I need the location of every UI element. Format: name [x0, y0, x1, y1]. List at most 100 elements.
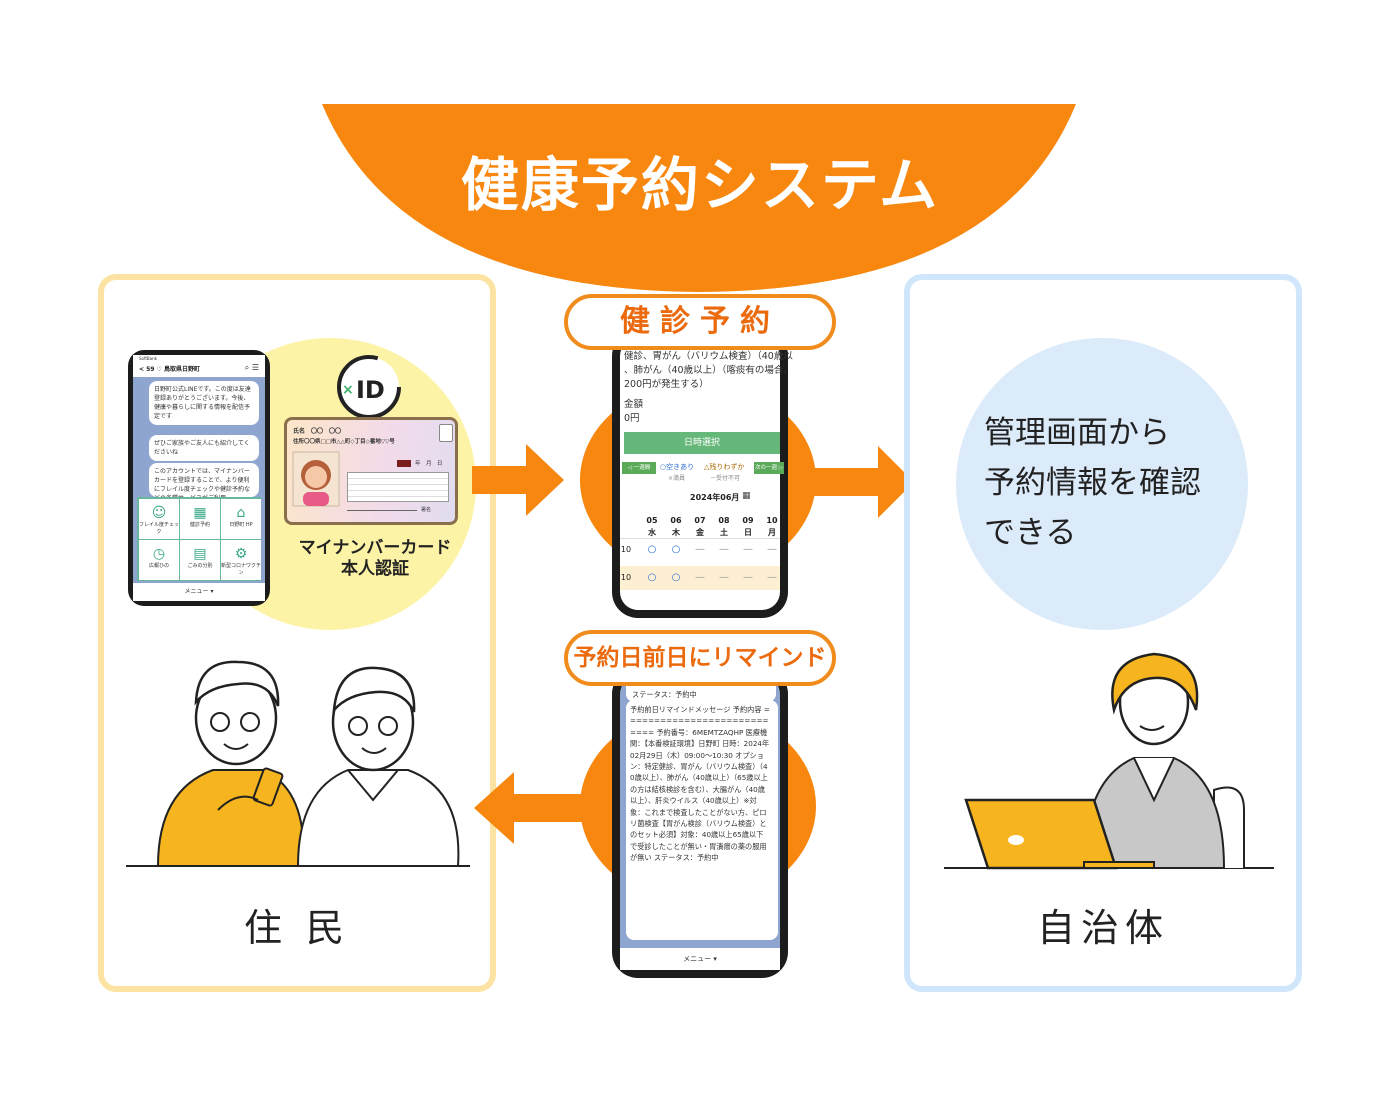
remind-bubble	[626, 700, 778, 940]
calendar-slot: —	[767, 572, 777, 583]
rich-menu-item[interactable]: ⚙新型コロナワクチン	[221, 540, 261, 580]
legend-available: ○空きあり	[660, 463, 695, 471]
arrow-left-icon	[474, 772, 586, 844]
calendar-time: 10	[620, 545, 632, 554]
card-date-row: 年 月 日	[415, 461, 443, 467]
arrow-right-icon	[812, 446, 914, 518]
booking-text-line: 健診、胃がん（バリウム検査）（40歳以	[624, 351, 793, 362]
card-address-row: 住所〇〇県□□市△△町◇丁目◇番地▽▽号	[293, 439, 395, 445]
resident-phone: SoftBank < 59 ♡ 鳥取県日野町 ⌕ ☰ 日野町公式LINEです。こ…	[128, 350, 270, 606]
calendar-date: 08	[718, 516, 730, 525]
resident-label: 住 民	[243, 906, 351, 950]
municipality-text-line: できる	[984, 515, 1077, 551]
next-week-button[interactable]: 次の一週 ▷	[754, 462, 784, 474]
calendar-icon[interactable]: ▦	[742, 491, 751, 501]
mynumber-caption-line1: マイナンバーカード	[298, 538, 452, 558]
page-title: 健康予約システム	[460, 151, 940, 219]
legend-few: △残りわずか	[704, 463, 745, 471]
price-label: 金額	[624, 399, 644, 410]
prev-week-button[interactable]: ◁ 一週間	[622, 462, 656, 474]
datetime-select-button[interactable]: 日時選択	[624, 432, 780, 454]
calendar-weekday: 月	[768, 528, 776, 537]
card-dob-box	[397, 460, 411, 467]
rich-menu-item[interactable]: ◷広報ひの	[139, 540, 179, 580]
card-name-row: 氏名 〇〇 〇〇	[293, 428, 342, 435]
calendar-weekday: 水	[648, 528, 656, 537]
elderly-couple-illustration	[126, 660, 470, 867]
calendar-date: 10	[766, 516, 778, 525]
municipality-label: 自治体	[1036, 906, 1169, 950]
rich-menu-item[interactable]: ▤ごみの分別	[180, 540, 220, 580]
calendar-slot: —	[695, 572, 705, 583]
calendar-slot: —	[767, 544, 777, 555]
calendar-slot[interactable]: ○	[671, 544, 681, 555]
calendar-date: 05	[646, 516, 658, 525]
calendar-slot[interactable]: ○	[647, 544, 657, 555]
home-icon: ⌂	[236, 505, 246, 521]
municipality-text-line: 管理画面から	[984, 415, 1170, 451]
rich-menu-item-label: ごみの分別	[187, 563, 213, 569]
calendar-time: 10	[620, 573, 632, 582]
rich-menu-item[interactable]: ▦健診予約	[180, 499, 220, 539]
title-dome	[322, 104, 1076, 292]
calendar-slot: —	[719, 572, 729, 583]
rich-menu-item-label: 新型コロナワクチン	[221, 563, 262, 576]
calendar-row	[620, 538, 780, 562]
card-emblem-icon	[439, 424, 453, 442]
booking-text-line: 200円が発生する）	[624, 379, 709, 390]
card-sign-label: 署名	[421, 507, 432, 513]
municipality-text-line: 予約情報を確認	[984, 465, 1201, 501]
price-value: 0円	[624, 413, 640, 424]
rich-menu-item[interactable]: ⌂日野町 HP	[221, 499, 261, 539]
rich-menu-item-label: 広報ひの	[148, 563, 169, 569]
calendar-date: 09	[742, 516, 754, 525]
legend-closed: －受付不可	[710, 475, 741, 482]
search-icon[interactable]: ⌕ ☰	[244, 363, 259, 372]
calendar-slot[interactable]: ○	[671, 572, 681, 583]
rich-menu-item-label: 健診予約	[189, 522, 210, 528]
booking-phone: 健診、胃がん（バリウム検査）（40歳以 、肺がん（40歳以上）（喀痰有の場合、 …	[612, 330, 793, 618]
menu-toggle[interactable]: メニュー ▾	[620, 948, 780, 970]
carrier-text: SoftBank	[139, 356, 157, 361]
rich-menu-item-label: フレイル度チェック	[139, 522, 180, 535]
calendar-weekday: 土	[720, 528, 728, 537]
booking-pill: 健診予約	[564, 294, 836, 350]
calendar-slot: —	[719, 544, 729, 555]
chat-bubble: 日野町公式LINEです。この度は友達登録ありがとうございます。今後、健康や暮らし…	[149, 381, 259, 425]
calendar-icon: ▤	[193, 546, 207, 562]
calendar-row	[620, 566, 780, 590]
calendar-slot: —	[695, 544, 705, 555]
mynumber-caption: マイナンバーカード 本人認証	[280, 538, 470, 580]
calendar-date: 07	[694, 516, 706, 525]
menu-toggle[interactable]: メニュー ▾	[133, 583, 265, 601]
chat-header: < 59 ♡ 鳥取県日野町	[139, 366, 201, 373]
arrow-right-icon	[472, 444, 564, 516]
calendar-month: 2024年06月	[690, 493, 740, 502]
booking-text-line: 、肺がん（40歳以上）（喀痰有の場合、	[624, 365, 793, 376]
calendar-weekday: 金	[696, 528, 704, 537]
remind-top-line: ステータス：予約中	[632, 690, 697, 699]
svg-text:ID: ID	[356, 376, 385, 404]
card-info-area	[347, 472, 449, 502]
card-sign-line	[347, 510, 417, 511]
officer-laptop-illustration	[944, 652, 1274, 870]
clock-icon: ◷	[152, 546, 166, 562]
calendar-slot: —	[743, 544, 753, 555]
remind-message: 予約前日リマインドメッセージ 予約内容 ====================…	[630, 705, 770, 863]
rich-menu-item-label: 日野町 HP	[229, 522, 253, 528]
calendar-slot[interactable]: ○	[647, 572, 657, 583]
calendar-weekday: 木	[672, 528, 680, 537]
checkup-booking-icon: ▦	[193, 505, 207, 521]
calendar-weekday: 日	[744, 528, 752, 537]
remind-pill: 予約日前日にリマインド	[564, 630, 836, 686]
legend-full: ×満員	[668, 475, 686, 482]
remind-phone: 09:00〜10:30 ステータス：予約中 予約前日リマインドメッセージ 予約内…	[612, 668, 788, 978]
calendar-slot: —	[743, 572, 753, 583]
chat-bubble: ぜひご家族やご友人にも紹介してくださいね	[149, 435, 259, 461]
mynumber-caption-line2: 本人認証	[341, 559, 409, 579]
rich-menu-item[interactable]: ☺フレイル度チェック	[139, 499, 179, 539]
chat-bubble: このアカウントでは、マイナンバーカードを登録することで、より便利にフレイル度チェ…	[149, 463, 259, 502]
xid-logo: × ID	[337, 355, 401, 419]
card-photo	[292, 451, 340, 507]
frailty-check-icon: ☺	[151, 505, 167, 521]
